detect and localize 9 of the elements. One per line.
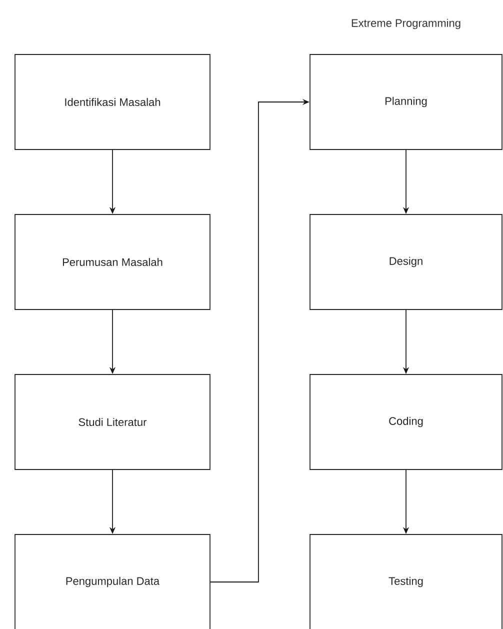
process-box: Studi Literatur [14,374,210,470]
process-box: Design [310,214,502,310]
process-box: Pengumpulan Data [14,534,210,629]
process-box: Identifikasi Masalah [14,54,210,150]
process-box: Planning [310,54,502,150]
process-box: Perumusan Masalah [14,214,210,310]
process-box: Testing [310,534,502,629]
diagram-title: Extreme Programming [352,18,460,30]
process-box: Coding [310,374,502,470]
